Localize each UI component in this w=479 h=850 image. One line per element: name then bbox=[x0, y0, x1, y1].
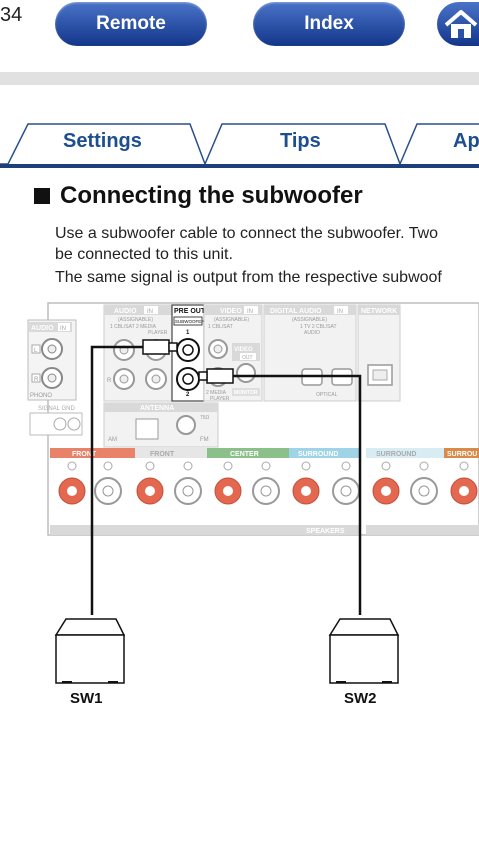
section-title-text: Connecting the subwoofer bbox=[60, 182, 363, 209]
svg-text:DIGITAL AUDIO: DIGITAL AUDIO bbox=[270, 308, 322, 315]
sw1-label: SW1 bbox=[70, 690, 103, 707]
cable-plug-2 bbox=[198, 368, 234, 384]
svg-text:AUDIO: AUDIO bbox=[304, 330, 320, 336]
subwoofer-cable-2 bbox=[233, 374, 362, 615]
svg-text:R: R bbox=[34, 377, 39, 383]
svg-text:1: 1 bbox=[186, 330, 190, 336]
svg-text:AM: AM bbox=[108, 437, 117, 443]
section-bullet bbox=[34, 188, 50, 204]
paragraph-line-2: be connected to this unit. bbox=[55, 246, 233, 263]
remote-button[interactable]: Remote bbox=[55, 2, 207, 46]
svg-text:FRONT: FRONT bbox=[72, 451, 97, 458]
subwoofer-sw2: SW2 bbox=[328, 618, 400, 707]
cable-plug-1 bbox=[142, 339, 178, 355]
surround-l-label-bar bbox=[366, 448, 444, 458]
svg-text:SUBWOOFER: SUBWOOFER bbox=[175, 319, 205, 324]
page-number: 34 bbox=[0, 4, 23, 26]
subwoofer-cable-1 bbox=[90, 345, 143, 615]
svg-text:FM: FM bbox=[200, 437, 209, 443]
subwoofer-sw1: SW1 bbox=[54, 618, 126, 707]
section-title: Connecting the subwoofer bbox=[34, 182, 363, 210]
svg-text:ANTENNA: ANTENNA bbox=[140, 405, 174, 412]
svg-text:IN: IN bbox=[60, 326, 66, 332]
front-l-label-bar bbox=[135, 448, 207, 458]
svg-text:PRE OUT: PRE OUT bbox=[174, 308, 206, 315]
paragraph-line-3: The same signal is output from the respe… bbox=[55, 269, 442, 286]
svg-text:OUT: OUT bbox=[242, 355, 253, 361]
svg-text:IN: IN bbox=[247, 309, 253, 315]
svg-text:SURROUND: SURROUND bbox=[376, 451, 416, 458]
svg-text:PLAYER: PLAYER bbox=[210, 396, 230, 402]
tab-appendix[interactable]: Ap bbox=[453, 130, 479, 152]
antenna-block: ANTENNA 75Ω AM FM bbox=[103, 402, 219, 448]
network-block: NETWORK bbox=[357, 304, 401, 402]
index-button[interactable]: Index bbox=[253, 2, 405, 46]
svg-text:FRONT: FRONT bbox=[150, 451, 175, 458]
svg-text:(ASSIGNABLE): (ASSIGNABLE) bbox=[118, 317, 153, 323]
pre-out-subwoofer-block: PRE OUT SUBWOOFER 1 2 bbox=[171, 304, 206, 402]
phono-input-block: AUDIO IN L R PHONO bbox=[27, 319, 77, 401]
svg-text:R: R bbox=[107, 378, 112, 384]
tab-bar bbox=[0, 123, 479, 168]
svg-text:IN: IN bbox=[147, 309, 153, 315]
svg-text:75Ω: 75Ω bbox=[200, 415, 210, 421]
svg-text:VIDEO: VIDEO bbox=[234, 347, 253, 353]
tab-tips[interactable]: Tips bbox=[280, 130, 321, 152]
svg-text:1 CBL/SAT 2 MEDIA: 1 CBL/SAT 2 MEDIA bbox=[110, 324, 157, 330]
svg-text:(ASSIGNABLE): (ASSIGNABLE) bbox=[292, 317, 327, 323]
center-label-bar bbox=[207, 448, 289, 458]
svg-text:OPTICAL: OPTICAL bbox=[316, 392, 338, 398]
surround-r-label-bar bbox=[289, 448, 360, 458]
sw2-label: SW2 bbox=[344, 690, 377, 707]
digital-audio-block: DIGITAL AUDIO IN (ASSIGNABLE) 1 TV 2 CBL… bbox=[263, 304, 357, 402]
svg-text:1 CBL/SAT: 1 CBL/SAT bbox=[208, 324, 233, 330]
svg-text:SPEAKERS: SPEAKERS bbox=[306, 528, 345, 535]
svg-text:SURROU: SURROU bbox=[447, 451, 477, 458]
tab-settings[interactable]: Settings bbox=[63, 130, 142, 152]
audio-assignable-block: AUDIO IN (ASSIGNABLE) 1 CBL/SAT 2 MEDIA … bbox=[103, 304, 173, 402]
svg-text:1 TV 2 CBL/SAT: 1 TV 2 CBL/SAT bbox=[300, 324, 337, 330]
video-block: VIDEO IN (ASSIGNABLE) 1 CBL/SAT VIDEO OU… bbox=[203, 304, 263, 402]
svg-text:SIGNAL GND: SIGNAL GND bbox=[38, 406, 75, 412]
svg-text:PLAYER: PLAYER bbox=[148, 330, 168, 336]
svg-text:VIDEO: VIDEO bbox=[220, 308, 242, 315]
svg-text:(ASSIGNABLE): (ASSIGNABLE) bbox=[214, 317, 249, 323]
signal-gnd: SIGNAL GND bbox=[29, 406, 83, 436]
home-icon bbox=[444, 10, 478, 38]
svg-text:AUDIO: AUDIO bbox=[31, 325, 54, 332]
svg-text:AUDIO: AUDIO bbox=[114, 308, 137, 315]
svg-text:SURROUND: SURROUND bbox=[298, 451, 338, 458]
svg-text:PHONO: PHONO bbox=[30, 393, 52, 399]
home-button[interactable] bbox=[437, 2, 479, 46]
surround-back-label-bar bbox=[444, 448, 479, 458]
svg-text:NETWORK: NETWORK bbox=[361, 308, 397, 315]
svg-text:CENTER: CENTER bbox=[230, 451, 259, 458]
subwoofer-connection-diagram: AUDIO IN L R PHONO SIGNAL GND AUDIO IN (… bbox=[27, 302, 479, 707]
svg-text:IN: IN bbox=[337, 309, 343, 315]
svg-text:L: L bbox=[34, 348, 38, 354]
paragraph-line-1: Use a subwoofer cable to connect the sub… bbox=[55, 225, 439, 242]
header-divider bbox=[0, 72, 479, 85]
svg-text:MONITOR: MONITOR bbox=[234, 390, 258, 396]
svg-text:2 MEDIA: 2 MEDIA bbox=[206, 390, 227, 396]
svg-text:2: 2 bbox=[186, 392, 190, 398]
